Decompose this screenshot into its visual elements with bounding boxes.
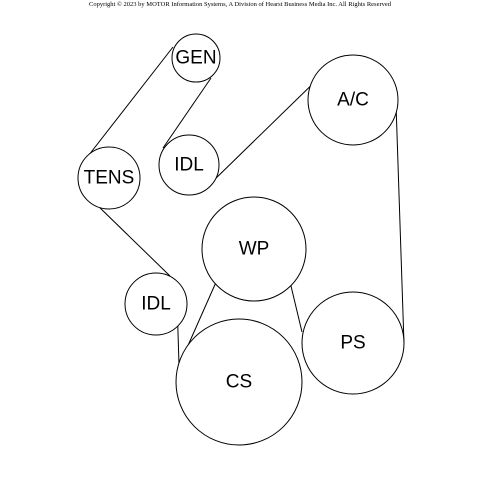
belt-segment-wp-cs: [185, 279, 218, 351]
belt-segment-ac-ps: [395, 103, 405, 345]
cs-pulley: CS: [175, 318, 303, 446]
ac-label: A/C: [337, 90, 369, 111]
belt-segment-tens-gen: [84, 46, 174, 161]
gen-pulley: GEN: [171, 33, 221, 83]
tens-label: TENS: [84, 168, 135, 189]
idl-lower-pulley: IDL: [124, 272, 188, 336]
ac-pulley: A/C: [307, 54, 399, 146]
copyright-notice: Copyright © 2023 by MOTOR Information Sy…: [89, 1, 391, 8]
idl-upper-pulley: IDL: [158, 134, 220, 196]
ps-pulley: PS: [301, 291, 405, 395]
belt-segment-idl-tens: [94, 202, 171, 277]
idl-lower-label: IDL: [141, 294, 171, 315]
wp-label: WP: [239, 239, 270, 260]
belt-segment-idl-ac: [210, 67, 330, 184]
gen-label: GEN: [175, 48, 216, 69]
tens-pulley: TENS: [77, 146, 141, 210]
belt-segment-gen-idl: [162, 77, 212, 149]
wp-pulley: WP: [201, 196, 307, 302]
ps-label: PS: [340, 333, 365, 354]
idl-upper-label: IDL: [174, 155, 204, 176]
cs-label: CS: [226, 372, 252, 393]
